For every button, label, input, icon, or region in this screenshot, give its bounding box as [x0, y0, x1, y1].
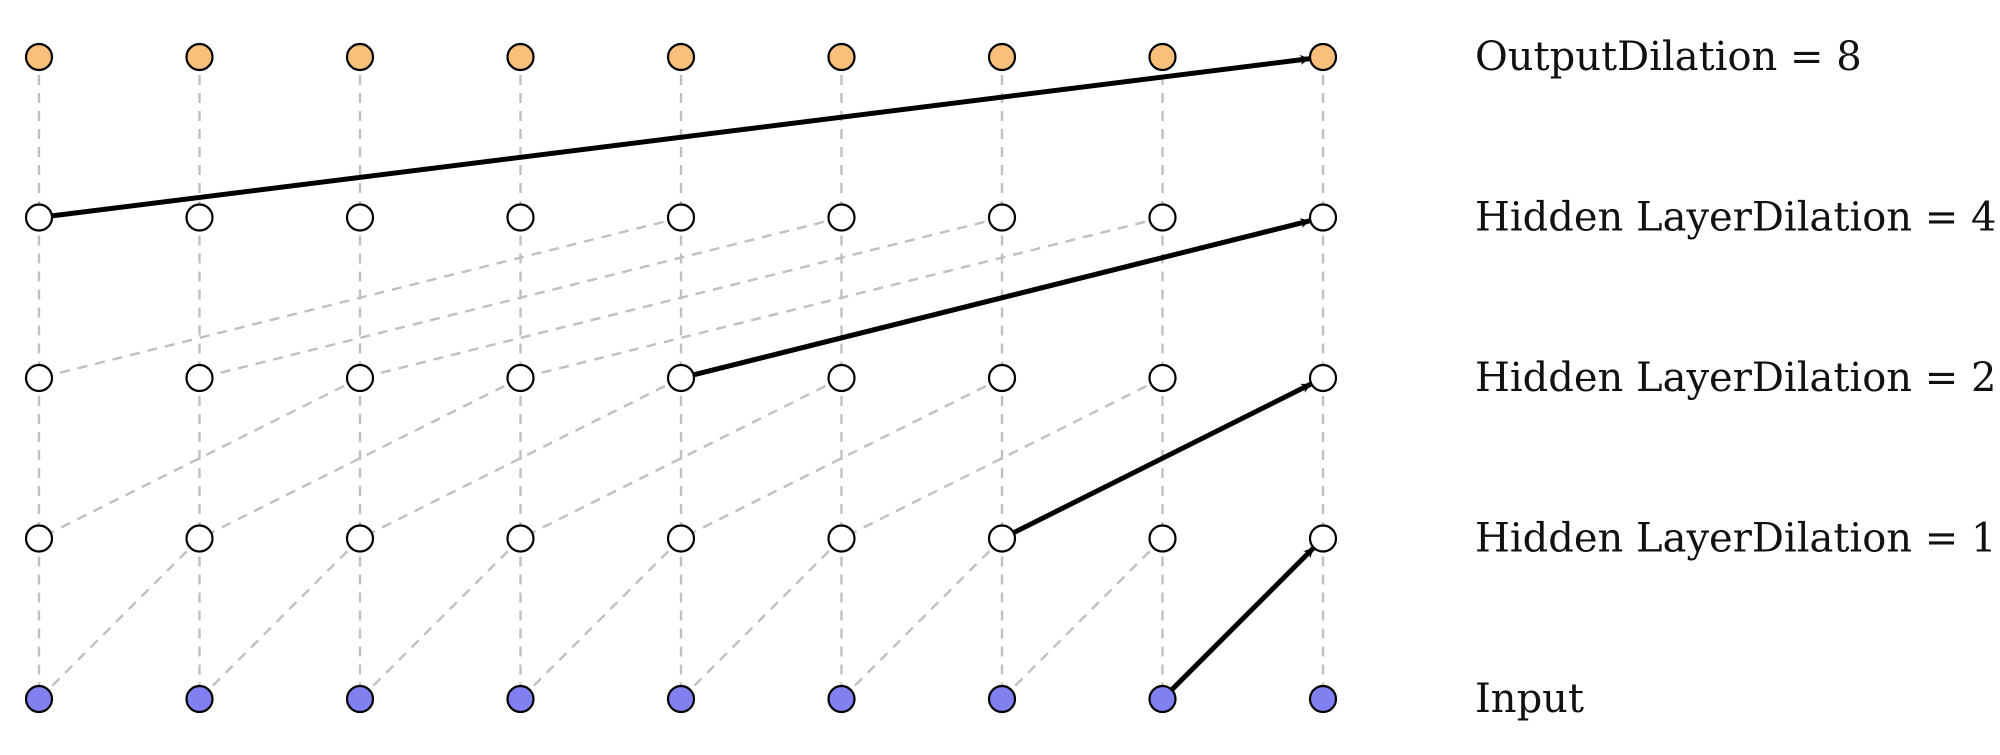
- dashed-edge-diagonal: [38, 537, 201, 700]
- node: [987, 363, 1017, 393]
- highlight-arrow: [51, 54, 1311, 219]
- dashed-edge-diagonal: [359, 216, 1003, 380]
- node: [1308, 363, 1338, 393]
- node: [345, 684, 375, 714]
- node: [1148, 42, 1177, 72]
- dashed-edge-diagonal: [38, 376, 361, 540]
- node: [185, 203, 214, 232]
- node: [1148, 363, 1177, 393]
- node: [827, 524, 856, 553]
- dashed-edge-diagonal: [38, 216, 682, 380]
- dashed-edge-diagonal: [198, 376, 522, 540]
- node: [24, 684, 54, 714]
- dashed-edge-diagonal: [359, 537, 522, 700]
- node: [506, 524, 535, 553]
- dashed-edge-diagonal: [519, 376, 843, 540]
- node: [185, 524, 214, 553]
- node: [506, 42, 535, 72]
- dashed-edge-diagonal: [680, 376, 1003, 540]
- node: [506, 203, 535, 232]
- node: [185, 363, 214, 393]
- dashed-edge-diagonal: [198, 537, 361, 700]
- layer-label: OutputDilation = 8: [1475, 34, 1862, 80]
- layer-label: Hidden LayerDilation = 1: [1475, 516, 1996, 562]
- layer-label: Hidden LayerDilation = 4: [1475, 195, 1996, 241]
- dashed-edge-diagonal: [520, 216, 1163, 380]
- node: [666, 203, 696, 232]
- node: [1308, 524, 1338, 553]
- node: [987, 203, 1017, 232]
- dashed-edge-diagonal: [840, 376, 1164, 540]
- layer-labels: OutputDilation = 8 Hidden LayerDilation =…: [1475, 34, 1996, 722]
- node: [666, 684, 696, 714]
- layer-label: Input: [1475, 676, 1584, 722]
- node: [185, 42, 214, 72]
- node: [506, 363, 535, 393]
- node: [345, 203, 375, 232]
- dashed-edge-diagonal: [1001, 537, 1164, 700]
- node: [987, 42, 1017, 72]
- node: [666, 363, 696, 393]
- node: [666, 42, 696, 72]
- node: [24, 363, 54, 393]
- node: [1148, 203, 1177, 232]
- node: [24, 42, 54, 72]
- layer-label: Hidden LayerDilation = 2: [1475, 355, 1996, 401]
- nodes: [24, 42, 1338, 714]
- node: [1148, 684, 1177, 714]
- node: [345, 42, 375, 72]
- dashed-edge-diagonal: [199, 216, 842, 380]
- node: [827, 363, 856, 393]
- node: [185, 684, 214, 714]
- node: [345, 524, 375, 553]
- node: [506, 684, 535, 714]
- node: [1308, 684, 1338, 714]
- node: [345, 363, 375, 393]
- highlighted-receptive-path: [51, 54, 1315, 692]
- node: [666, 524, 696, 553]
- node: [1308, 203, 1338, 232]
- node: [827, 203, 856, 232]
- dashed-edge-diagonal: [680, 537, 843, 700]
- node: [827, 684, 856, 714]
- node: [24, 203, 54, 232]
- dashed-edge-diagonal: [840, 537, 1003, 700]
- highlight-arrow: [1012, 382, 1312, 535]
- highlight-arrow: [693, 218, 1311, 378]
- dashed-edge-diagonal: [359, 376, 682, 540]
- node: [987, 524, 1017, 553]
- node: [827, 42, 856, 72]
- node: [987, 684, 1017, 714]
- node: [24, 524, 54, 553]
- node: [1148, 524, 1177, 553]
- highlight-arrow: [1169, 546, 1315, 692]
- node: [1308, 42, 1338, 72]
- dashed-edge-diagonal: [519, 537, 682, 700]
